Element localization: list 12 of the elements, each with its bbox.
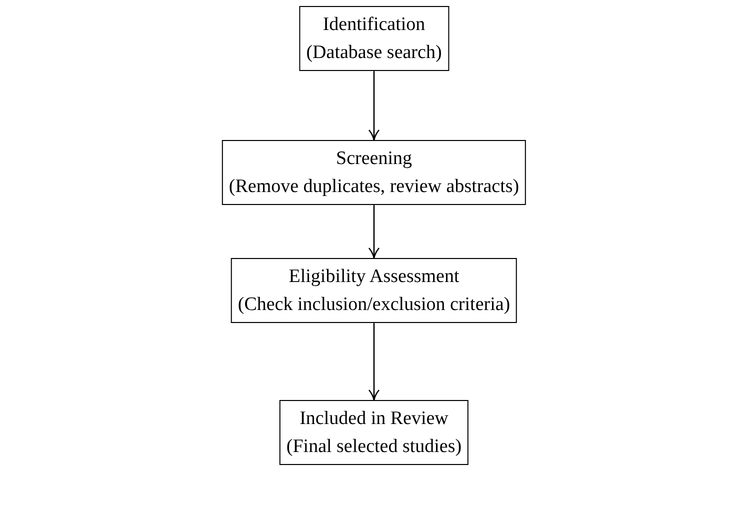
box-title: Eligibility Assessment <box>288 265 460 289</box>
box-title: Identification <box>322 13 426 37</box>
box-title: Screening <box>335 147 413 171</box>
box-description: (Database search) <box>306 40 442 65</box>
box-description: (Remove duplicates, review abstracts) <box>228 174 520 199</box>
box-description: (Check inclusion/exclusion criteria) <box>238 292 510 317</box>
process-box <box>299 6 449 72</box>
process-box <box>222 140 526 206</box>
box-description: (Final selected studies) <box>286 434 462 459</box>
process-box <box>230 258 518 324</box>
process-box <box>279 400 469 466</box>
box-title: Included in Review <box>298 407 450 431</box>
